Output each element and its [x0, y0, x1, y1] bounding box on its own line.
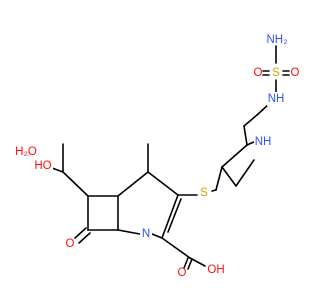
atom-labels: H₂O NH₂ S O O NH NH S HO O N O OH: [15, 34, 299, 279]
water-label: H₂O: [15, 146, 37, 158]
sulfonyl-o-left-label: O: [254, 67, 263, 79]
amino-nh2-label: NH₂: [266, 34, 287, 46]
pyrrolidine-nh-label: NH: [255, 136, 272, 148]
acid-carbonyl-o-label: O: [178, 267, 187, 279]
bonds: [51, 45, 290, 270]
sulfamide-nh-label: NH: [268, 93, 285, 105]
molecule-diagram: H₂O NH₂ S O O NH NH S HO O N O OH: [15, 34, 299, 279]
hydroxy-label: HO: [34, 160, 51, 172]
acid-oh-label: OH: [207, 264, 224, 276]
sulfonyl-o-right-label: O: [291, 67, 300, 79]
thioether-s-label: S: [200, 187, 208, 199]
bicyclic-n-label: N: [142, 228, 150, 240]
sulfonyl-s-label: S: [272, 67, 280, 79]
lactam-o-label: O: [66, 238, 75, 250]
